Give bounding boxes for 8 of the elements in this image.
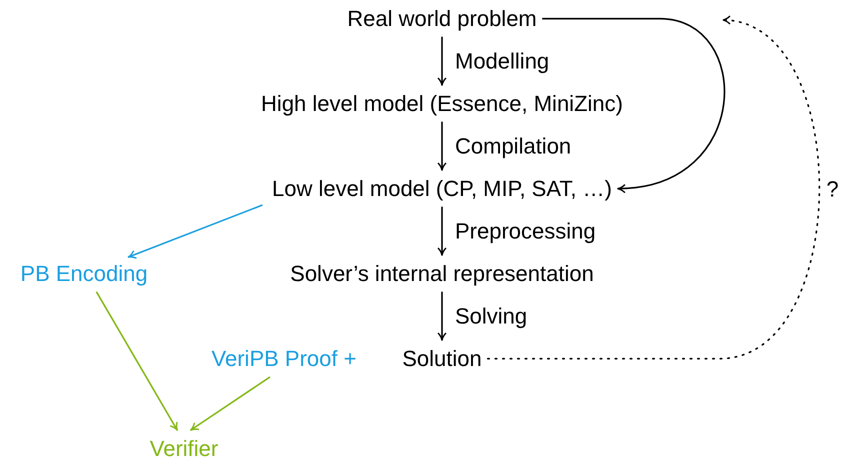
node-text: VeriPB Proof + xyxy=(212,346,356,372)
node-text: PB Encoding xyxy=(20,261,148,286)
node-text: Low level model (CP, MIP, SAT, …) xyxy=(272,176,612,202)
node-text: High level model (Essence, MiniZinc) xyxy=(261,91,623,116)
node-text: Real world problem xyxy=(347,6,537,32)
node-text: Solution xyxy=(402,346,482,372)
node-text: Verifier xyxy=(150,436,218,462)
node-text: Solver’s internal representation xyxy=(290,261,594,286)
